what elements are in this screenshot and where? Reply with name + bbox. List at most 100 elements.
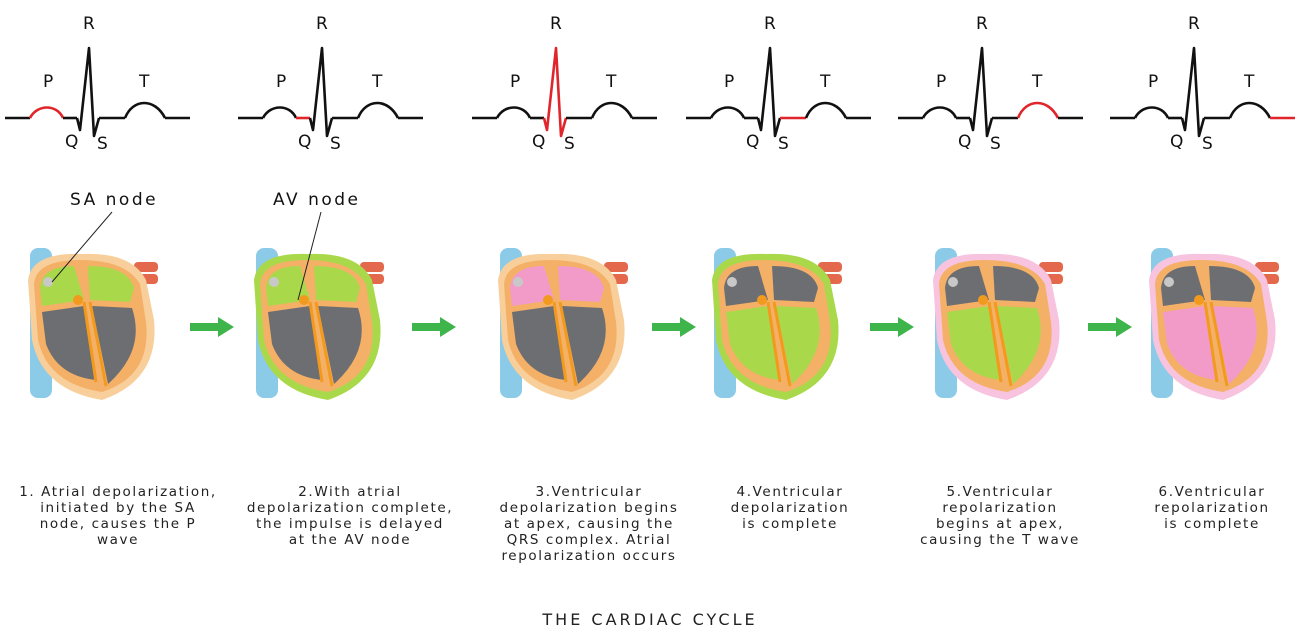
av-node-label: AV node <box>273 190 361 210</box>
wave-label-p: P <box>724 72 735 92</box>
bundle-branches <box>987 301 1013 387</box>
ecg-segment-t <box>1016 101 1060 119</box>
wave-label-q: Q <box>1170 132 1184 152</box>
left-atrium <box>314 266 360 302</box>
right-atrium <box>945 266 989 306</box>
wave-label-t: T <box>606 72 617 92</box>
ecg-segment-qrs <box>75 46 101 138</box>
wave-label-r: R <box>83 14 95 34</box>
stage-caption-1: 1. Atrial depolarization, initiated by t… <box>19 484 217 548</box>
ecg-segment-qrs <box>968 46 994 138</box>
av-node-pointer <box>297 211 322 301</box>
heart-diagram-6 <box>1143 240 1300 409</box>
ecg-segment-p <box>28 106 65 119</box>
av-node <box>543 295 553 305</box>
right-atrium <box>510 266 554 306</box>
av-node <box>978 295 988 305</box>
stage-caption-4: 4.Ventricular depolarization is complete <box>730 484 850 532</box>
pulmonary-vein <box>360 262 384 272</box>
right-atrium <box>40 266 84 306</box>
left-ventricle <box>562 306 606 384</box>
wave-label-t: T <box>1244 72 1255 92</box>
stage-caption-3: 3.Ventricular depolarization begins at a… <box>499 484 679 564</box>
left-atrium <box>88 266 134 302</box>
ecg-segment-t <box>1228 101 1272 119</box>
wave-label-q: Q <box>298 132 312 152</box>
wave-label-t: T <box>820 72 831 92</box>
heart-diagram-3 <box>492 240 652 409</box>
av-node <box>757 295 767 305</box>
bundle-branches <box>766 301 792 387</box>
sa-node-label: SA node <box>70 190 159 210</box>
pulmonary-vein <box>1039 262 1063 272</box>
left-atrium <box>1209 266 1255 302</box>
ecg-segment-p <box>1133 106 1170 119</box>
ecg-segment-qrs <box>542 46 568 138</box>
left-ventricle <box>318 306 362 384</box>
bundle-branches <box>1203 301 1229 387</box>
heart-diagram-4 <box>706 240 866 409</box>
wave-label-q: Q <box>958 132 972 152</box>
wave-label-q: Q <box>65 132 79 152</box>
sa-node <box>513 277 523 287</box>
pulmonary-vein <box>134 262 158 272</box>
bundle-branches <box>308 301 334 387</box>
sa-node <box>727 277 737 287</box>
right-atrium <box>724 266 768 306</box>
heart-diagram-5 <box>927 240 1087 409</box>
ecg-segment-p <box>921 106 958 119</box>
sa-node <box>43 277 53 287</box>
wave-label-p: P <box>276 72 287 92</box>
left-atrium <box>558 266 604 302</box>
wave-label-r: R <box>316 14 328 34</box>
right-ventricle <box>42 306 96 380</box>
wave-label-s: S <box>990 134 1001 154</box>
left-ventricle <box>776 306 820 384</box>
wave-label-r: R <box>1188 14 1200 34</box>
progress-arrow-icon <box>652 317 696 341</box>
wave-label-t: T <box>372 72 383 92</box>
av-node <box>299 295 309 305</box>
wave-label-t: T <box>139 72 150 92</box>
wave-label-q: Q <box>532 132 546 152</box>
left-ventricle <box>92 306 136 384</box>
stage-caption-6: 6.Ventricular repolarization is complete <box>1154 484 1270 532</box>
pulmonary-vein <box>818 262 842 272</box>
ecg-segment-qrs <box>308 46 334 138</box>
left-atrium <box>993 266 1039 302</box>
wave-label-s: S <box>564 134 575 154</box>
av-node <box>73 295 83 305</box>
ecg-segment-p <box>261 106 298 119</box>
wave-label-p: P <box>1148 72 1159 92</box>
ecg-segment-t <box>804 101 848 119</box>
ecg-segment-p <box>709 106 746 119</box>
sa-node <box>1164 277 1174 287</box>
right-atrium <box>1161 266 1205 306</box>
ecg-segment-t <box>590 101 634 119</box>
wave-label-r: R <box>976 14 988 34</box>
right-ventricle <box>1163 306 1217 380</box>
progress-arrow-icon <box>1088 317 1132 341</box>
wave-label-q: Q <box>746 132 760 152</box>
ecg-segment-t <box>356 101 400 119</box>
sa-node <box>948 277 958 287</box>
right-ventricle <box>947 306 1001 380</box>
wave-label-s: S <box>1202 134 1213 154</box>
ecg-segment-qrs <box>756 46 782 138</box>
stage-caption-2: 2.With atrial depolarization complete, t… <box>246 484 454 548</box>
progress-arrow-icon <box>412 317 456 341</box>
wave-label-p: P <box>936 72 947 92</box>
left-ventricle <box>1213 306 1257 384</box>
right-ventricle <box>268 306 322 380</box>
page-title: THE CARDIAC CYCLE <box>542 610 758 629</box>
left-ventricle <box>997 306 1041 384</box>
ecg-segment-t <box>123 101 167 119</box>
wave-label-r: R <box>764 14 776 34</box>
ecg-segment-qrs <box>1180 46 1206 138</box>
sa-node-pointer <box>51 211 113 283</box>
